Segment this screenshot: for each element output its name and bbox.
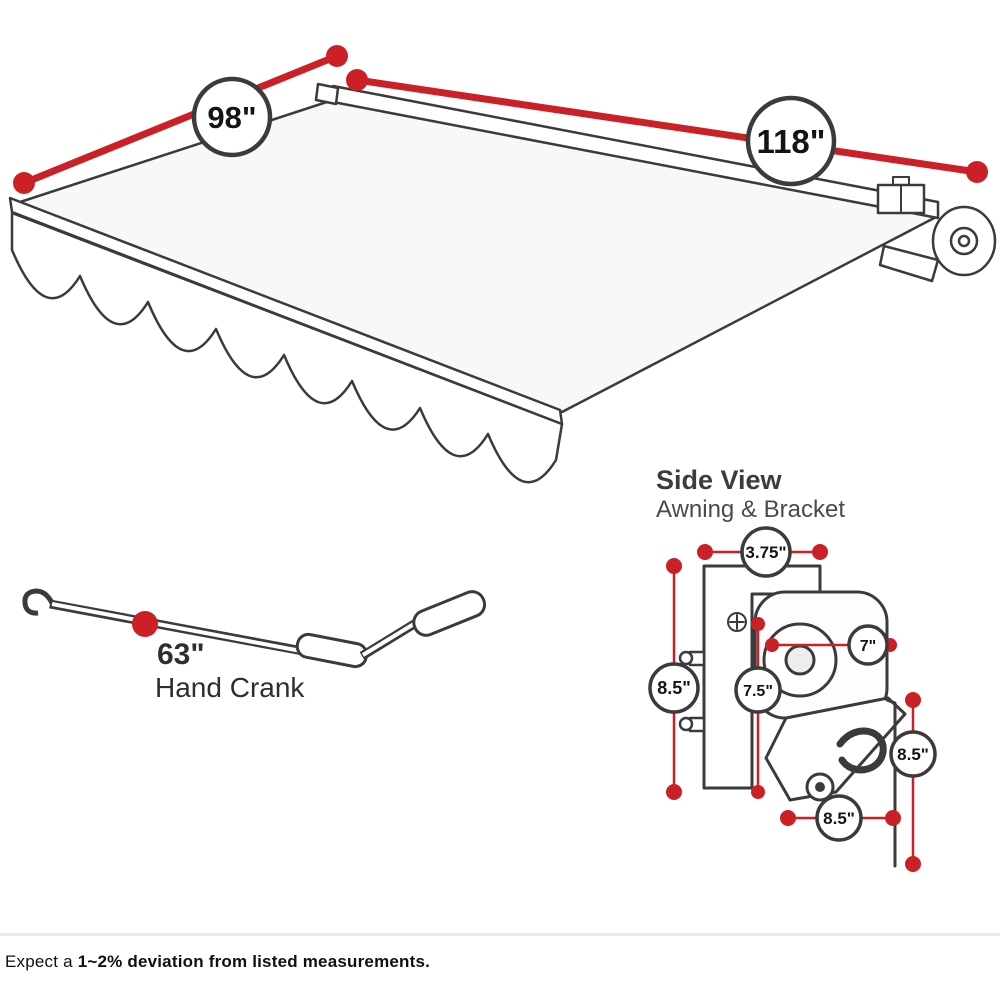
dimension-dot bbox=[751, 617, 765, 631]
side-view-drawing bbox=[678, 564, 907, 868]
dimension-dot bbox=[346, 69, 368, 91]
footer-note-bold: 1~2% deviation from listed measurements. bbox=[77, 952, 431, 971]
dimension-dot bbox=[885, 810, 901, 826]
crank-sleeve bbox=[295, 632, 369, 669]
dim-badge-inner-h: 7" bbox=[847, 624, 889, 666]
dimension-badge-98: 98" bbox=[191, 76, 273, 158]
dim-label-bottom: 8.5" bbox=[823, 809, 855, 828]
dim-label-inner-h: 7" bbox=[860, 638, 876, 655]
dimension-line-98 bbox=[20, 52, 341, 187]
roll-axle-inner bbox=[784, 644, 816, 676]
dim-badge-inner-v: 7.5" bbox=[734, 666, 782, 714]
dimension-label-98: 98" bbox=[207, 100, 256, 135]
dimension-dot bbox=[666, 558, 682, 574]
dim-badge-top: 3.75" bbox=[740, 526, 792, 578]
dimension-dot bbox=[13, 172, 35, 194]
hand-crank: 63" Hand Crank bbox=[22, 588, 487, 703]
dim-badge-left: 8.5" bbox=[648, 662, 700, 714]
crank-length-label: 63" bbox=[157, 638, 205, 671]
side-view-subtitle: Awning & Bracket bbox=[656, 496, 845, 523]
footer-note-normal: Expect a bbox=[5, 952, 78, 971]
bracket-bolts bbox=[678, 650, 706, 733]
diagram-canvas: 98" 118" 63" Hand Crank Side View Awning… bbox=[8, 45, 997, 872]
dimension-dot bbox=[905, 856, 921, 872]
mounting-bracket bbox=[876, 176, 926, 215]
arm-pivot-inner bbox=[815, 782, 825, 792]
side-view-title: Side View bbox=[656, 465, 783, 495]
footer-note: Expect a 1~2% deviation from listed meas… bbox=[5, 952, 430, 972]
roller-left-end bbox=[314, 82, 340, 106]
dimension-dot bbox=[966, 161, 988, 183]
dim-badge-bottom: 8.5" bbox=[815, 794, 863, 842]
dimension-dot bbox=[326, 45, 348, 67]
folded-arm bbox=[764, 696, 907, 802]
side-view-header: Side View Awning & Bracket bbox=[656, 465, 845, 523]
dimension-dot bbox=[905, 692, 921, 708]
dim-label-right: 8.5" bbox=[897, 745, 929, 764]
crank-marker-dot bbox=[132, 611, 158, 637]
crank-name-label: Hand Crank bbox=[155, 672, 305, 703]
side-view-dimensions: 3.75" 8.5" 7.5" 7" 8.5" 8.5" bbox=[648, 526, 937, 872]
dimension-dot bbox=[751, 785, 765, 799]
crank-hook bbox=[22, 588, 55, 616]
dimension-line-118 bbox=[353, 76, 981, 176]
dimension-dot bbox=[780, 810, 796, 826]
footer-divider bbox=[0, 933, 1000, 936]
dimension-dot bbox=[765, 638, 779, 652]
dim-label-left: 8.5" bbox=[657, 678, 691, 698]
roller-end-cap bbox=[878, 205, 997, 283]
dimension-dot bbox=[666, 784, 682, 800]
dim-label-top: 3.75" bbox=[745, 543, 786, 562]
awning-valance bbox=[10, 211, 564, 484]
crank-handle bbox=[412, 590, 487, 637]
dimension-label-118: 118" bbox=[757, 123, 826, 160]
awning-front-bar bbox=[8, 196, 564, 426]
arm-loop bbox=[836, 727, 887, 774]
bracket-screw bbox=[727, 612, 747, 632]
dimension-dot bbox=[812, 544, 828, 560]
awning-isometric-view bbox=[8, 82, 997, 484]
main-dimension-lines: 98" 118" bbox=[13, 45, 988, 194]
dim-label-inner-v: 7.5" bbox=[743, 683, 773, 700]
dimension-badge-118: 118" bbox=[745, 95, 837, 187]
dim-badge-right: 8.5" bbox=[889, 730, 937, 778]
dimension-dot bbox=[697, 544, 713, 560]
